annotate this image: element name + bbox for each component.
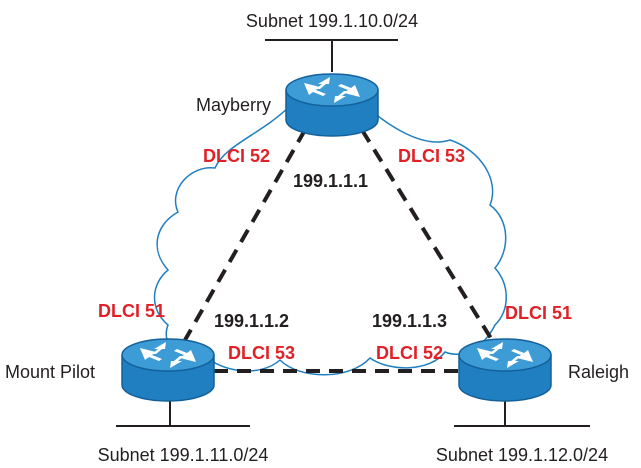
dlci-mount-pilot-to-mayberry: DLCI 51 (98, 301, 165, 321)
ip-raleigh: 199.1.1.3 (372, 311, 447, 331)
ip-mount-pilot: 199.1.1.2 (214, 311, 289, 331)
subnet-label-mayberry: Subnet 199.1.10.0/24 (246, 11, 418, 31)
ip-mayberry: 199.1.1.1 (293, 171, 368, 191)
frame-relay-cloud (153, 88, 507, 376)
dlci-mayberry-to-raleigh: DLCI 53 (398, 146, 465, 166)
router-name-raleigh: Raleigh (568, 362, 629, 382)
router-icon (285, 73, 379, 137)
subnet-label-mount-pilot: Subnet 199.1.11.0/24 (98, 445, 269, 465)
pvc-mayberry-mount-pilot (183, 129, 307, 341)
router-mount-pilot (121, 338, 215, 402)
subnet-label-raleigh: Subnet 199.1.12.0/24 (436, 445, 608, 465)
dlci-mayberry-to-mount-pilot: DLCI 52 (203, 146, 270, 166)
router-raleigh (458, 338, 552, 402)
router-name-mount-pilot: Mount Pilot (5, 362, 95, 382)
dlci-mount-pilot-to-raleigh: DLCI 53 (228, 343, 295, 363)
router-icon (121, 338, 215, 402)
router-name-mayberry: Mayberry (196, 95, 271, 115)
router-icon (458, 338, 552, 402)
pvc-mayberry-raleigh (360, 128, 494, 342)
dlci-raleigh-to-mayberry: DLCI 51 (505, 303, 572, 323)
dlci-raleigh-to-mount-pilot: DLCI 52 (376, 343, 443, 363)
router-mayberry (285, 73, 379, 137)
